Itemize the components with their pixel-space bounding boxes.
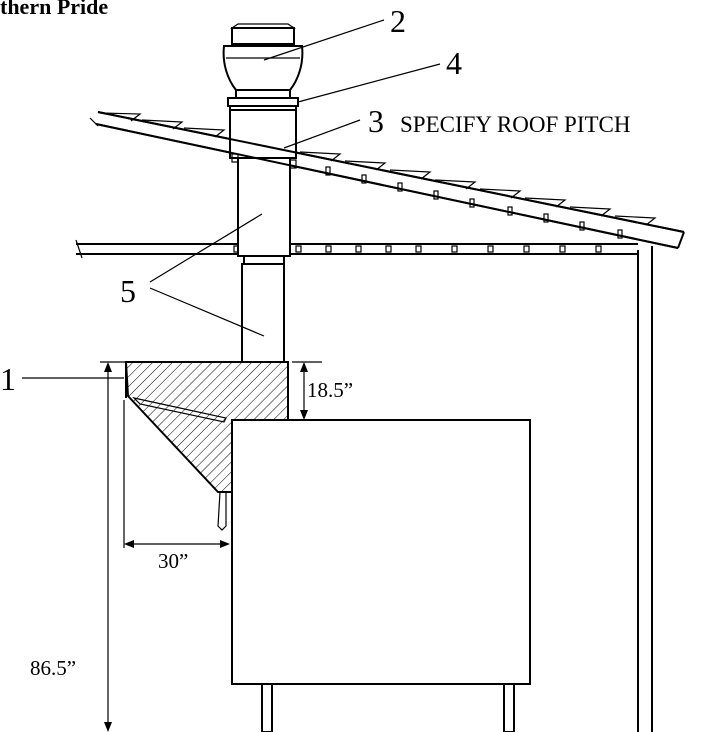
callout-duct: 5: [120, 213, 265, 337]
hood-height-label: 18.5”: [307, 378, 353, 402]
storm-collar: [227, 97, 299, 111]
callout-number-3: 3: [368, 103, 384, 139]
dimension-overhang: 30”: [123, 400, 230, 573]
overhang-label: 30”: [158, 549, 188, 573]
flashing-note: SPECIFY ROOF PITCH: [400, 112, 630, 137]
exhaust-duct: [95, 111, 685, 363]
callout-flashing: 3 SPECIFY ROOF PITCH: [283, 103, 630, 149]
callout-number-5: 5: [120, 273, 136, 309]
page-title: thern Pride: [0, 0, 108, 19]
dimension-floor-to-top: 86.5”: [30, 361, 128, 732]
callout-number-1: 1: [0, 361, 16, 397]
callout-storm-collar: 4: [297, 45, 462, 103]
exhaust-fan-cap: [222, 23, 304, 99]
roof-shingles: [99, 112, 657, 226]
ceiling: [75, 239, 638, 259]
cooking-appliance: [231, 419, 531, 732]
ceiling-joist-marks: [233, 245, 602, 253]
callout-hood: 1: [0, 361, 124, 397]
dimension-hood-height: 18.5”: [292, 361, 353, 421]
callout-number-2: 2: [390, 3, 406, 39]
callout-cap: 2: [263, 3, 406, 61]
exterior-wall: [637, 246, 653, 732]
callout-number-4: 4: [446, 45, 462, 81]
floor-to-top-label: 86.5”: [30, 656, 76, 680]
